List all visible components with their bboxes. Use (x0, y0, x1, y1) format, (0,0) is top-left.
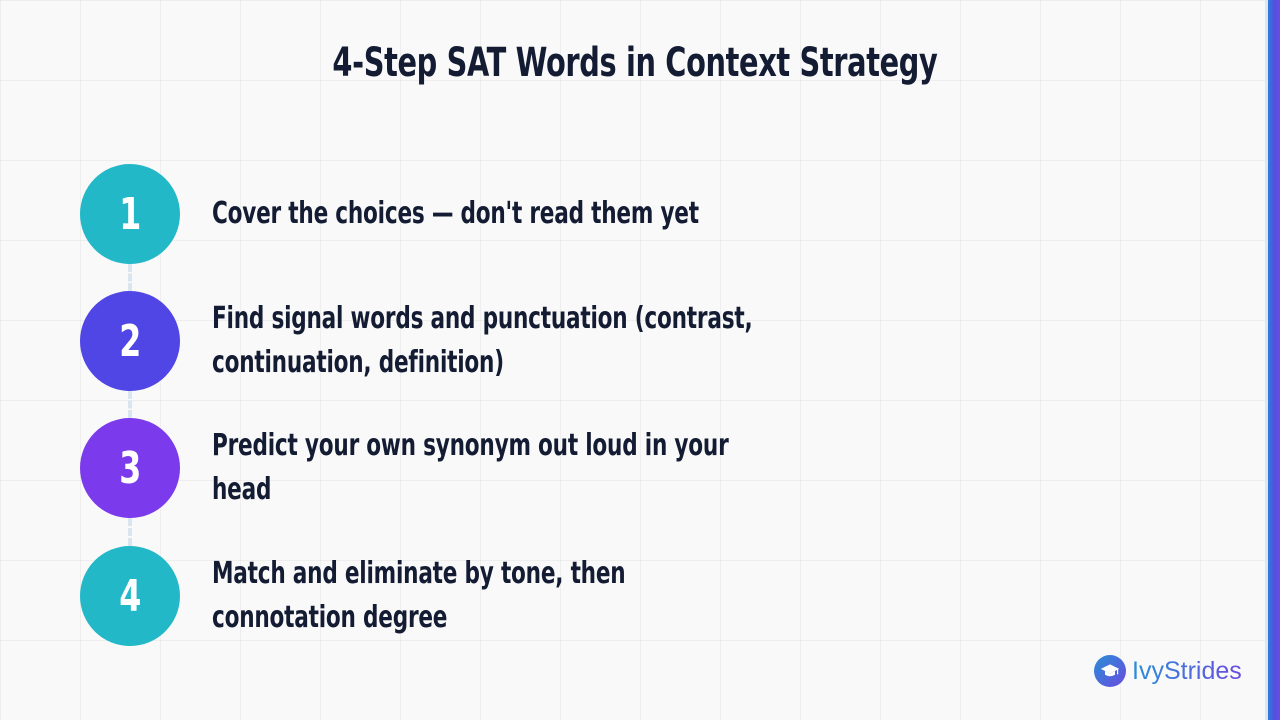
step-1-text: Cover the choices — don't read them yet (212, 196, 699, 231)
slide-title: 4-Step SAT Words in Context Strategy (332, 40, 938, 86)
accent-side-bar (1265, 0, 1280, 720)
step-4-text-block: Match and eliminate by tone, then connot… (212, 546, 972, 646)
step-4-badge: 4 (80, 546, 180, 646)
step-2-text: Find signal words and punctuation (contr… (212, 301, 753, 380)
step-1-badge: 1 (80, 164, 180, 264)
step-connector (128, 391, 132, 418)
step-1-text-block: Cover the choices — don't read them yet (212, 164, 972, 264)
step-4-number: 4 (118, 570, 142, 622)
brand-name: IvyStrides (1132, 657, 1242, 685)
step-2-text-block: Find signal words and punctuation (contr… (212, 291, 972, 391)
step-connector (128, 518, 132, 546)
step-3-text: Predict your own synonym out loud in you… (212, 428, 729, 507)
step-3-number: 3 (118, 442, 142, 494)
step-2-badge: 2 (80, 291, 180, 391)
brand-logo: IvyStrides (1094, 655, 1242, 687)
step-3-badge: 3 (80, 418, 180, 518)
step-1-number: 1 (118, 188, 142, 240)
graduation-cap-icon (1094, 655, 1126, 687)
step-3-text-block: Predict your own synonym out loud in you… (212, 418, 972, 518)
step-connector (128, 264, 132, 291)
step-4-text: Match and eliminate by tone, then connot… (212, 556, 626, 635)
step-2-number: 2 (118, 315, 142, 367)
